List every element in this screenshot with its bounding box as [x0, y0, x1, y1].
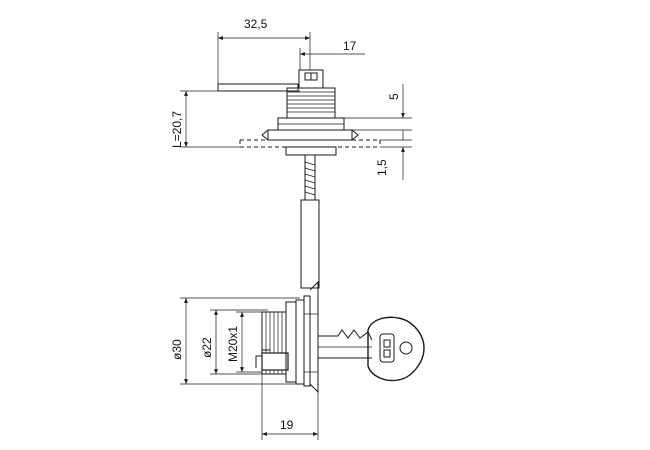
dimension-dia-22: ø22	[200, 309, 268, 375]
dimension-right-side: 5 1,5	[344, 84, 412, 180]
key-head	[298, 69, 324, 89]
dimension-m20x1: M20x1	[226, 311, 262, 373]
dimension-l-20-7: L=20,7	[170, 90, 300, 148]
nut	[277, 117, 345, 131]
dimension-label-17: 17	[343, 39, 357, 53]
lower-collar	[285, 146, 337, 156]
dimension-dia-30: ø30	[170, 297, 300, 385]
key-blade	[318, 329, 373, 359]
key-bow	[367, 316, 425, 382]
top-view: 32,5 17	[170, 17, 412, 289]
dimension-label-1-5: 1,5	[375, 159, 389, 176]
mounting-panel	[239, 139, 381, 148]
side-threaded-body	[261, 311, 289, 375]
dimension-label-19: 19	[280, 418, 294, 432]
dimension-label-dia-30: ø30	[170, 339, 184, 360]
dimension-label-m20x1: M20x1	[226, 326, 240, 362]
flange	[261, 129, 359, 141]
dimension-19: 19	[261, 374, 319, 440]
side-flange	[295, 280, 319, 394]
dimension-label-32-5: 32,5	[244, 17, 268, 31]
cam-plate	[217, 83, 299, 92]
shaft	[300, 154, 320, 289]
dimension-label-5: 5	[387, 93, 401, 100]
dimension-17: 17	[299, 39, 365, 70]
dimension-label-dia-22: ø22	[200, 337, 214, 358]
dimension-label-l-20-7: L=20,7	[170, 111, 184, 148]
dimension-32-5: 32,5	[217, 17, 311, 90]
threaded-body	[286, 87, 336, 119]
side-view: ø30 ø22 M20x1	[170, 280, 425, 440]
